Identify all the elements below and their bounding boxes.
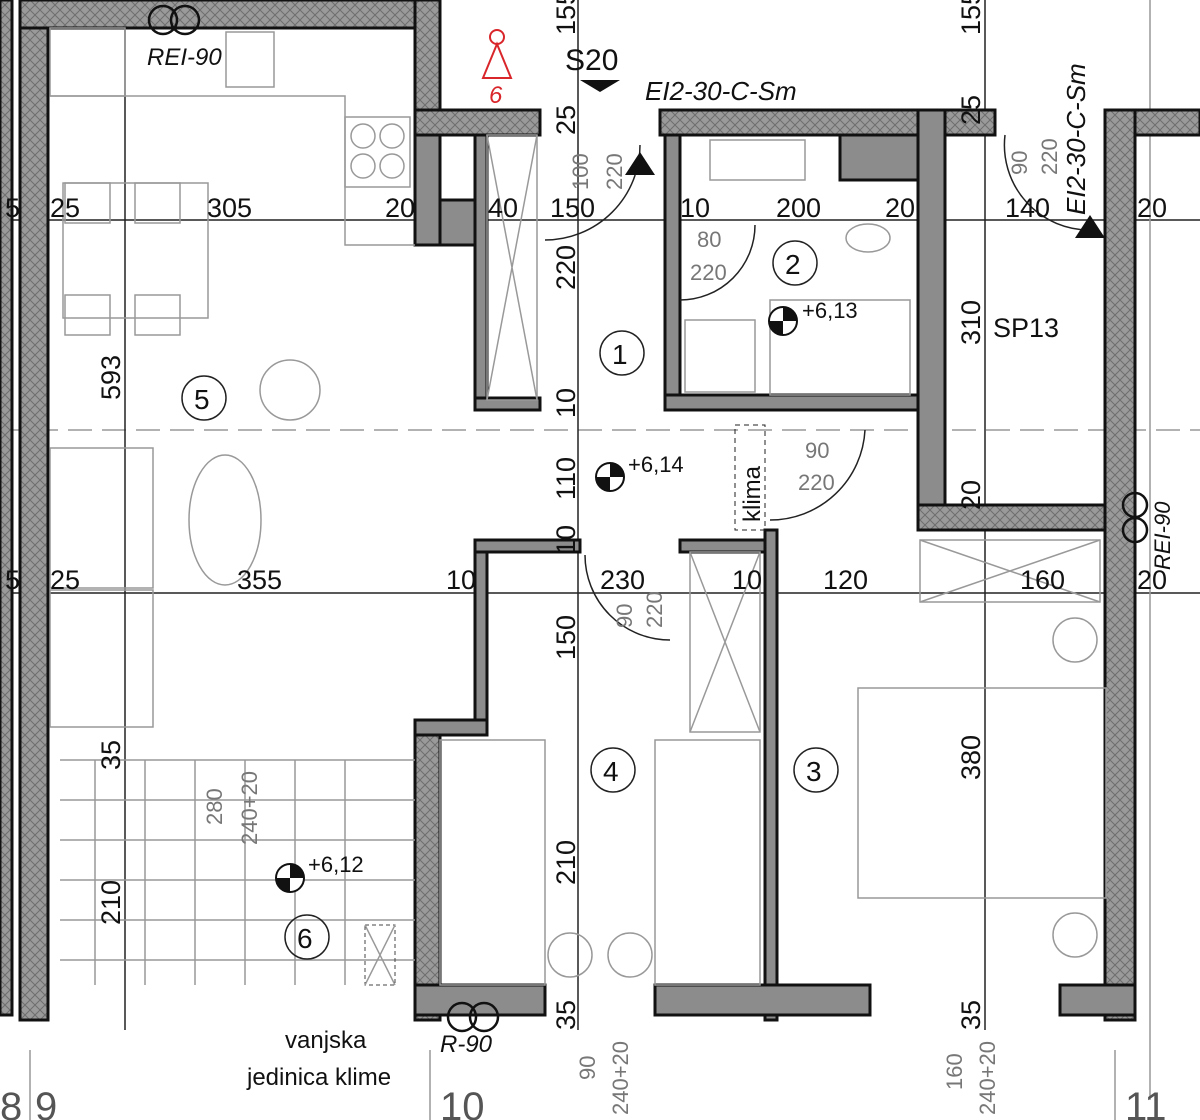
dimension-label: 210 <box>96 880 126 925</box>
grid-axis-labels: 8 9 10 11 <box>0 1085 1167 1120</box>
dimension-label: 155 <box>956 0 986 35</box>
room-number-5: 5 <box>194 384 210 415</box>
room-labels: 1 2 3 4 5 6 <box>181 240 839 960</box>
annotations: S20 EI2-30-C-Sm EI2-30-C-Sm REI-90 REI-9… <box>147 44 1175 1091</box>
door-rating-right: EI2-30-C-Sm <box>1061 63 1091 215</box>
dimension-label: 80 <box>697 227 721 252</box>
dimension-label: 150 <box>551 615 581 660</box>
room-number-1: 1 <box>612 339 628 370</box>
section-marker-icon: 6 <box>481 29 513 109</box>
dimension-label: 25 <box>551 105 581 135</box>
dimension-label: 90 <box>575 1056 600 1080</box>
dimension-label: 20 <box>885 193 915 223</box>
dimension-label: 305 <box>207 193 252 223</box>
dimensions-vertical: 593 35 210 220 10 110 10 150 210 35 310 … <box>96 0 986 1030</box>
dimension-label: 240+20 <box>608 1041 633 1115</box>
dimension-label: 35 <box>551 1000 581 1030</box>
window-sizes: 280 240+20 90 240+20 160 240+20 <box>202 771 1000 1115</box>
dimension-label: 90 <box>1007 151 1032 175</box>
dimension-label: 155 <box>551 0 581 35</box>
dimension-label: 20 <box>385 193 415 223</box>
axis-9: 9 <box>35 1085 57 1120</box>
dimension-label: 150 <box>550 193 595 223</box>
dimension-label: 100 <box>568 153 593 190</box>
axis-10: 10 <box>440 1085 485 1120</box>
dimension-label: 25 <box>50 565 80 595</box>
dimension-label: 20 <box>1137 565 1167 595</box>
dimension-label: 10 <box>551 388 581 418</box>
dimension-label: 220 <box>602 153 627 190</box>
dimension-label: 25 <box>956 95 986 125</box>
dimension-label: 35 <box>96 740 126 770</box>
dimension-label: 35 <box>956 1000 986 1030</box>
dimension-label: 200 <box>776 193 821 223</box>
shaft-label: SP13 <box>993 313 1059 343</box>
dimensions-row1: 5 25 305 20 40 150 10 200 20 140 20 <box>5 193 1167 223</box>
dimension-label: 280 <box>202 788 227 825</box>
room-number-3: 3 <box>806 756 822 787</box>
rei-right: REI-90 <box>1150 501 1175 570</box>
dimension-label: 240+20 <box>975 1041 1000 1115</box>
level-bath: +6,13 <box>802 298 858 323</box>
dimension-label: 220 <box>798 470 835 495</box>
dimension-label: 210 <box>551 840 581 885</box>
outdoor-unit-line2: jedinica klime <box>246 1064 391 1091</box>
dimension-label: 40 <box>488 193 518 223</box>
dimension-label: 220 <box>1037 138 1062 175</box>
dimension-label: 120 <box>823 565 868 595</box>
outdoor-unit-line1: vanjska <box>285 1027 367 1054</box>
door-sizes: 100 220 80 220 90 220 90 220 90 220 <box>568 138 1062 628</box>
axis-11: 11 <box>1125 1085 1167 1120</box>
dimension-label: 380 <box>956 735 986 780</box>
dimension-label: 90 <box>805 438 829 463</box>
door-rating-entrance: EI2-30-C-Sm <box>645 76 797 106</box>
dimension-label: 160 <box>1020 565 1065 595</box>
dimension-label: 110 <box>551 457 581 500</box>
dimension-label: 240+20 <box>237 771 262 845</box>
dimension-label: 140 <box>1005 193 1050 223</box>
dimension-label: 5 <box>5 565 20 595</box>
dimension-label: 220 <box>642 591 667 628</box>
dimension-label: 10 <box>680 193 710 223</box>
walls <box>0 0 1200 1022</box>
r90-label: R-90 <box>440 1031 493 1058</box>
level-markers: +6,14 +6,13 +6,12 <box>275 298 858 893</box>
dimension-label: 220 <box>690 260 727 285</box>
dimension-label: 20 <box>956 480 986 510</box>
rei-top: REI-90 <box>147 44 222 71</box>
doors <box>147 4 1149 1033</box>
furniture <box>49 27 1107 986</box>
dimension-label: 220 <box>551 245 581 290</box>
dimension-label: 20 <box>1137 193 1167 223</box>
room-number-4: 4 <box>603 756 619 787</box>
dimensions-row2: 5 25 355 10 230 10 120 160 20 <box>5 565 1167 595</box>
dimension-label: 160 <box>942 1053 967 1090</box>
dimension-label: 25 <box>50 193 80 223</box>
stair-label: S20 <box>565 44 618 77</box>
room-number-6: 6 <box>297 923 313 954</box>
axis-8: 8 <box>0 1085 22 1120</box>
dimension-label: 593 <box>96 355 126 400</box>
dimension-label: 355 <box>237 565 282 595</box>
room-number-2: 2 <box>785 249 801 280</box>
section-marker-label: 6 <box>489 82 503 109</box>
dimension-label: 230 <box>600 565 645 595</box>
dimension-label: 5 <box>5 193 20 223</box>
dimension-label: 310 <box>956 300 986 345</box>
dimension-label: 10 <box>446 565 476 595</box>
dimension-label: 90 <box>612 604 637 628</box>
level-terrace: +6,12 <box>308 852 364 877</box>
dimension-label: 10 <box>551 525 581 555</box>
dimension-label: 10 <box>732 565 762 595</box>
klima-label: klima <box>739 465 766 522</box>
level-hall: +6,14 <box>628 452 684 477</box>
